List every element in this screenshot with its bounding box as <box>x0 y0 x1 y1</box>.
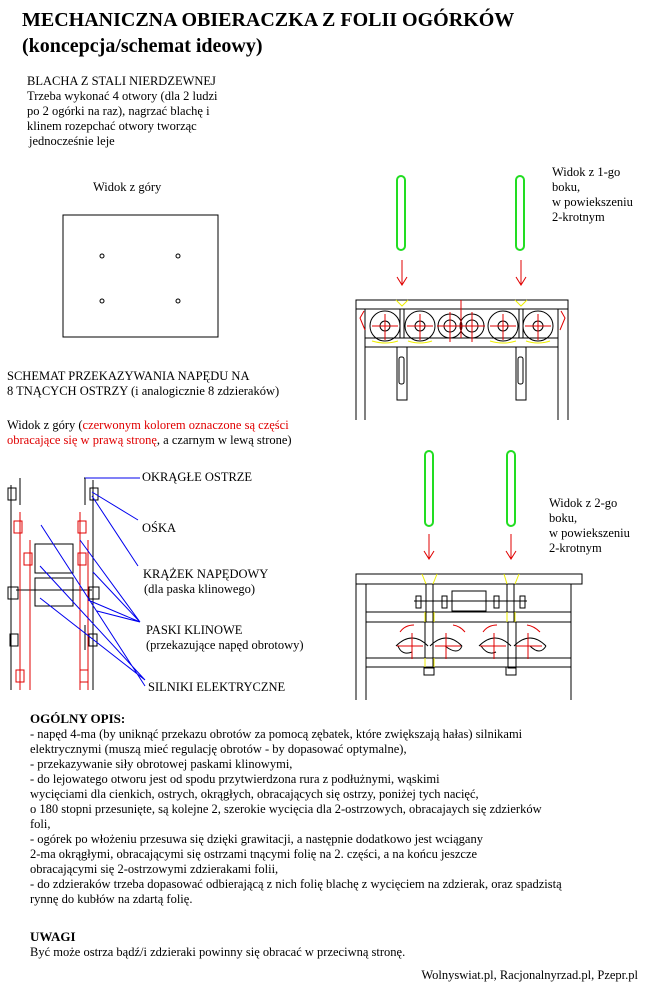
label-axle: OŚKA <box>142 521 177 535</box>
text-line: 2-krotnym <box>549 541 602 555</box>
text-line: rynnę do kubłów na zdartą folię. <box>30 892 193 906</box>
text-red: czerwonym kolorem oznaczone są części <box>82 418 289 432</box>
notes-heading: UWAGI <box>30 929 76 944</box>
text-line: w powiekszeniu <box>549 526 630 540</box>
text-line: - do zdzieraków trzeba dopasować odbiera… <box>30 877 562 891</box>
text-line: wycięciami dla cienkich, ostrych, okrągł… <box>30 787 479 801</box>
text-line: boku, <box>552 180 581 194</box>
text-line: elektrycznymi (muszą mieć regulację obro… <box>30 742 407 756</box>
cucumber-icon <box>506 450 516 527</box>
cucumber-icon <box>424 450 434 527</box>
plate-top-view <box>62 214 219 338</box>
description-heading: OGÓLNY OPIS: <box>30 711 126 726</box>
description-body: - napęd 4-ma (by uniknąć przekazu obrotó… <box>30 727 562 907</box>
label-belts: PASKI KLINOWE <box>146 623 243 637</box>
label-pulley-note: (dla paska klinowego) <box>144 582 256 596</box>
label-motors: SILNIKI ELEKTRYCZNE <box>148 680 286 694</box>
drive-heading-2: 8 TNĄCYCH OSTRZY (i analogicznie 8 zdzie… <box>7 384 280 398</box>
page-title: MECHANICZNA OBIERACZKA Z FOLII OGÓRKÓW <box>22 9 515 31</box>
top-view-label: Widok z góry <box>93 180 162 194</box>
drive-schematic <box>7 477 146 690</box>
text-line: - do lejowatego otworu jest od spodu prz… <box>30 772 440 786</box>
side-view-2 <box>355 450 583 700</box>
drive-heading-1: SCHEMAT PRZEKAZYWANIA NAPĘDU NA <box>7 369 250 383</box>
text-line: jednocześnie leje <box>29 134 115 148</box>
drive-view-note: Widok z góry (czerwonym kolorem oznaczon… <box>7 418 289 433</box>
text-line: po 2 ogórki na raz), nagrzać blachę i <box>27 104 210 118</box>
side-view-2-label: Widok z 2-go boku, w powiekszeniu 2-krot… <box>549 496 630 556</box>
text-line: Trzeba wykonać 4 otwory (dla 2 ludzi <box>27 89 218 103</box>
label-belts-note: (przekazujące napęd obrotowy) <box>146 638 304 652</box>
label-pulley: KRĄŻEK NAPĘDOWY <box>143 567 269 581</box>
label-blade: OKRĄGŁE OSTRZE <box>142 470 253 484</box>
side-view-1 <box>355 175 569 420</box>
text-line: klinem rozepchać otwory tworząc <box>27 119 197 133</box>
text-line: 2-ma okrągłymi, obracającymi się ostrzam… <box>30 847 478 861</box>
cucumber-icon <box>396 175 406 251</box>
cucumber-icon <box>515 175 525 251</box>
text-line: Widok z 1-go <box>552 165 621 179</box>
text-line: foli, <box>30 817 51 831</box>
text-line: o 180 stopni przesunięte, są kolejne 2, … <box>30 802 542 816</box>
drive-view-note-2: obracające się w prawą stronę, a czarnym… <box>7 433 292 448</box>
text: , a czarnym w lewą strone) <box>156 433 292 447</box>
plate-heading: BLACHA Z STALI NIERDZEWNEJ <box>27 74 216 88</box>
text-line: obracającymi się 2-ostrzowymi zdzierakam… <box>30 862 279 876</box>
text-line: 2-krotnym <box>552 210 605 224</box>
text-line: w powiekszeniu <box>552 195 633 209</box>
page-subtitle: (koncepcja/schemat ideowy) <box>22 35 263 57</box>
plate-description: Trzeba wykonać 4 otwory (dla 2 ludzi po … <box>27 89 217 149</box>
notes-text: Być może ostrza bądź/i zdzieraki powinny… <box>30 945 406 959</box>
text-line: Widok z 2-go <box>549 496 618 510</box>
text-red: obracające się w prawą stronę <box>7 433 157 447</box>
text-line: - ogórek po włożeniu przesuwa się dzięki… <box>30 832 483 846</box>
text-line: - przekazywanie siły obrotowej paskami k… <box>30 757 293 771</box>
text: Widok z góry ( <box>7 418 83 432</box>
text-line: - napęd 4-ma (by uniknąć przekazu obrotó… <box>30 727 523 741</box>
text-line: boku, <box>549 511 578 525</box>
footer-links: Wolnyswiat.pl, Racjonalnyrzad.pl, Pzepr.… <box>421 968 638 982</box>
side-view-1-label: Widok z 1-go boku, w powiekszeniu 2-krot… <box>552 165 633 225</box>
